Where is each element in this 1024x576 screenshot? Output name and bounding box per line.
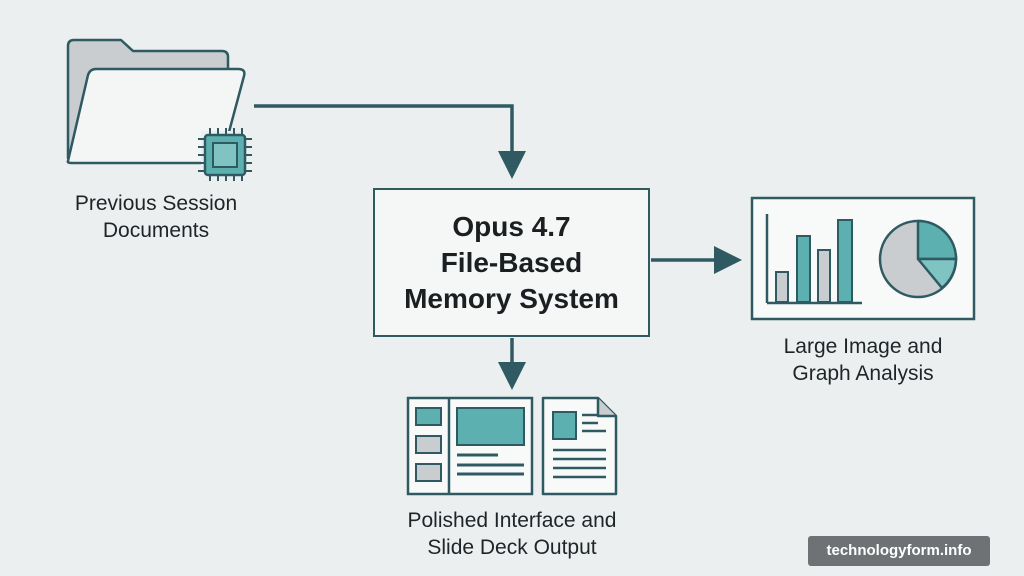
output-label-line2: Slide Deck Output <box>427 536 597 559</box>
memory-system-title-line2: File-Based <box>440 246 583 278</box>
analysis-label-line2: Graph Analysis <box>792 362 934 385</box>
interface-slide-icon <box>406 396 618 496</box>
previous-docs-label-line2: Documents <box>102 219 210 242</box>
memory-system-title-line3: Memory System <box>404 282 619 314</box>
edge-docs-to-memory <box>254 104 526 179</box>
analysis-label-line1: Large Image and <box>783 335 943 358</box>
previous-docs-label-line1: Previous Session <box>74 192 238 215</box>
previous-docs-label: Previous Session Documents <box>46 190 266 244</box>
chip-icon <box>198 128 252 181</box>
analysis-label: Large Image and Graph Analysis <box>748 333 978 387</box>
memory-system-title-line1: Opus 4.7 <box>452 210 571 242</box>
output-label-line1: Polished Interface and <box>407 509 617 532</box>
output-label: Polished Interface and Slide Deck Output <box>382 507 642 561</box>
folder-chip-icon <box>66 38 252 181</box>
watermark-badge: technologyform.info <box>808 536 990 566</box>
memory-system-box: Opus 4.7 File-Based Memory System <box>373 188 650 337</box>
bar-pie-chart-icon <box>750 196 976 321</box>
